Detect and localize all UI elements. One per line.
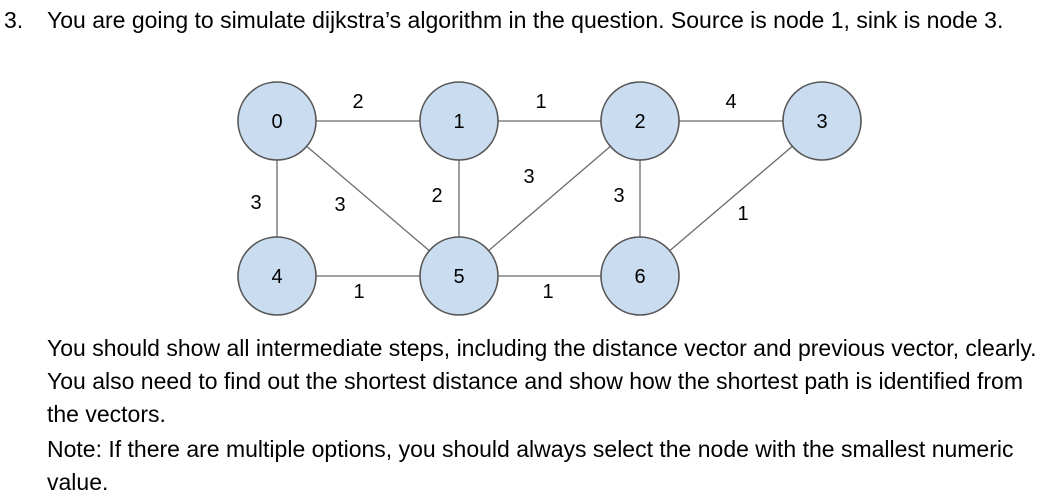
- edge-weight-1-5: 2: [431, 185, 442, 207]
- node-2: 2: [600, 81, 680, 161]
- node-circle-5: [419, 236, 499, 316]
- question-instructions: You should show all intermediate steps, …: [47, 335, 1037, 427]
- node-circle-1: [419, 81, 499, 161]
- node-circle-3: [782, 81, 862, 161]
- edge-weight-2-6: 3: [613, 185, 624, 207]
- edge-weight-2-5: 3: [523, 166, 534, 188]
- question-prompt: You are going to simulate dijkstra’s alg…: [47, 7, 1004, 33]
- edge-3-6: [639, 120, 823, 277]
- node-circle-2: [600, 81, 680, 161]
- edges-layer: [276, 120, 823, 277]
- edge-weight-0-5: 3: [334, 194, 345, 216]
- node-label-0: 0: [271, 111, 282, 133]
- node-circle-4: [237, 236, 317, 316]
- node-label-6: 6: [634, 266, 645, 288]
- node-label-3: 3: [816, 111, 827, 133]
- edge-weight-2-3: 4: [725, 91, 736, 113]
- node-5: 5: [419, 236, 499, 316]
- node-1: 1: [419, 81, 499, 161]
- edge-weight-0-4: 3: [250, 192, 261, 214]
- node-0: 0: [237, 81, 317, 161]
- node-6: 6: [600, 236, 680, 316]
- weights-layer: 2 1 4 3 3 2 3 3 1 1 1: [250, 91, 748, 303]
- edge-weight-3-6: 1: [737, 203, 748, 225]
- node-4: 4: [237, 236, 317, 316]
- edge-weight-0-1: 2: [352, 91, 363, 113]
- nodes-layer: 0 1 2 3 4 5 6: [237, 81, 862, 316]
- node-label-5: 5: [453, 266, 464, 288]
- node-label-1: 1: [453, 111, 464, 133]
- node-label-4: 4: [271, 266, 282, 288]
- node-label-2: 2: [634, 111, 645, 133]
- node-circle-0: [237, 81, 317, 161]
- node-circle-6: [600, 236, 680, 316]
- question-number: 3.: [4, 7, 24, 33]
- edge-0-5: [276, 120, 460, 277]
- edge-weight-5-6: 1: [542, 281, 553, 303]
- edge-weight-4-5: 1: [353, 281, 364, 303]
- question-note: Note: If there are multiple options, you…: [47, 436, 1014, 495]
- node-3: 3: [782, 81, 862, 161]
- edge-weight-1-2: 1: [535, 91, 546, 113]
